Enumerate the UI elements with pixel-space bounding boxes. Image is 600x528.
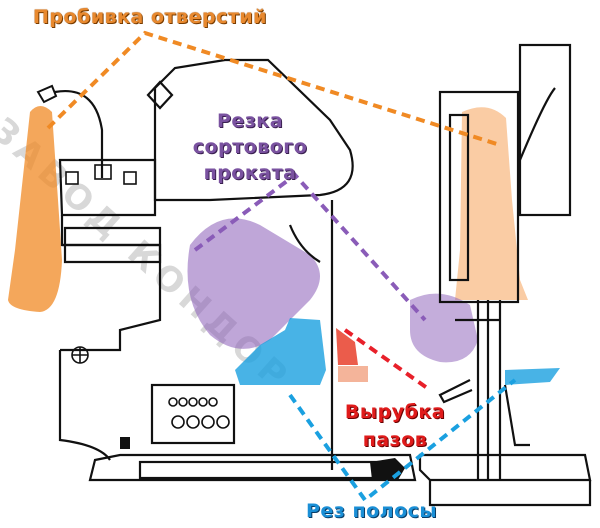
strip-cutting-zone: [235, 318, 326, 385]
section-cutting-zone: [187, 218, 320, 349]
section-cutting-label-line3: проката: [203, 162, 297, 184]
control-knobs: [65, 164, 230, 429]
notching-label-line2: пазов: [362, 429, 428, 451]
clamp-block: [370, 458, 405, 480]
notching-zone-base: [338, 366, 368, 382]
punching-zone-left: [8, 106, 62, 312]
section-cutting-label-line2: сортового: [192, 136, 308, 158]
section-cutting-zone-right: [410, 293, 478, 363]
punching-zone-right: [455, 107, 528, 300]
section-cutting-label: Резка сортового проката: [180, 108, 320, 186]
strip-cutting-leader: [288, 378, 517, 503]
strip-cutting-zone-right: [505, 368, 560, 385]
lamp-icon: [36, 84, 58, 104]
strip-cutting-label: Рез полосы: [306, 500, 438, 522]
notching-zone: [336, 328, 358, 365]
punching-leader: [46, 30, 501, 147]
notching-leader: [343, 328, 432, 392]
bolt-icon: [120, 437, 130, 449]
notching-label: Вырубка пазов: [340, 398, 450, 454]
punching-label: Пробивка отверстий: [33, 6, 267, 28]
section-cutting-label-line1: Резка: [216, 110, 284, 132]
notching-label-line1: Вырубка: [344, 401, 446, 423]
section-cutting-leader: [193, 172, 427, 322]
leader-lines: [46, 30, 517, 503]
